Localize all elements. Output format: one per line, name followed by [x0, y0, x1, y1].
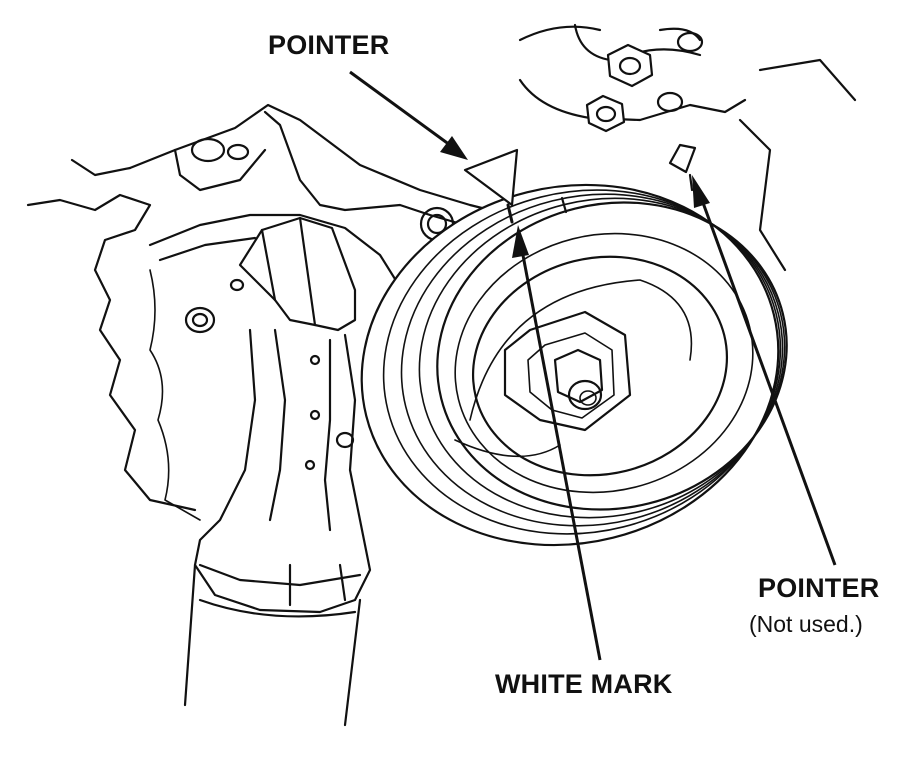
pointer-right-leader — [700, 199, 837, 566]
pointer-triangle — [463, 148, 519, 207]
engine-mount-arm — [183, 216, 372, 727]
pointer-right-note: (Not used.) — [749, 611, 863, 637]
pointer-top-label: POINTER — [268, 30, 390, 60]
pointer-top-arrowhead — [440, 136, 468, 160]
leader-lines — [349, 70, 837, 661]
pointer-tab-not-used — [668, 143, 697, 174]
white-mark-label: WHITE MARK — [495, 669, 673, 699]
pointer-top-leader — [349, 70, 451, 147]
upper-bracket — [518, 23, 747, 133]
pointer-right-arrowhead — [692, 175, 710, 208]
white-mark-arrowhead — [512, 225, 529, 258]
crankshaft-pulley — [360, 173, 788, 547]
white-mark-leader — [520, 249, 602, 661]
pointer-right-label: POINTER — [758, 573, 880, 603]
oil-pan-edge — [149, 269, 201, 521]
